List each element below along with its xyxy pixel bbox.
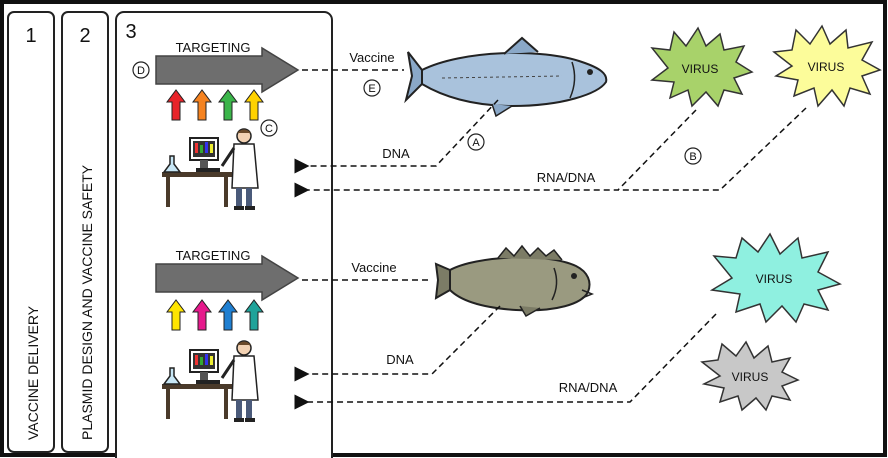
lower-rna-dna-label: RNA/DNA [559,380,618,395]
upper-section: TARGETING [132,24,882,210]
upper-colored-arrow-3 [218,89,238,121]
lower-targeting-label: TARGETING [176,248,251,263]
svg-text:D: D [137,65,145,77]
svg-text:C: C [265,123,273,135]
upper-colored-arrows [166,89,264,121]
upper-rna-dna-label: RNA/DNA [537,170,596,185]
panel-2 [61,11,109,453]
marker-d: D [132,61,150,79]
lower-vaccine-label: Vaccine [351,260,396,275]
lower-colored-arrow-1 [166,299,186,331]
panel-1-title: VACCINE DELIVERY [25,305,41,440]
lower-rna-dna-line [294,313,717,410]
upper-colored-arrow-2 [192,89,212,121]
upper-fish [404,36,608,118]
svg-text:B: B [689,151,696,163]
upper-virus-1-label: VIRUS [682,62,719,76]
upper-colored-arrow-4 [244,89,264,121]
upper-colored-arrow-1 [166,89,186,121]
lower-virus-1-label: VIRUS [756,272,793,286]
panel-1-number: 1 [25,25,36,47]
panel-3-number: 3 [125,21,136,43]
lower-colored-arrows [166,299,264,331]
panel-2-number: 2 [79,25,90,47]
lower-section: TARGETING [155,232,842,422]
marker-c: C [260,119,278,137]
marker-a: A [467,133,485,151]
lower-targeting-arrow [155,254,300,302]
lower-colored-arrow-3 [218,299,238,331]
svg-text:E: E [368,83,375,95]
lower-scientist-lab [162,340,259,422]
lower-dna-line [294,305,501,382]
marker-e: E [363,79,381,97]
panel-3 [115,11,333,458]
upper-virus-2-label: VIRUS [808,60,845,74]
lower-virus-1: VIRUS [709,232,842,324]
upper-dna-label: DNA [382,146,410,161]
upper-dna-line [294,99,499,174]
svg-text:A: A [472,137,480,149]
lower-fish [434,244,595,318]
panel-1 [7,11,55,453]
upper-targeting-arrow [155,46,300,94]
upper-targeting-label: TARGETING [176,40,251,55]
upper-virus-2: VIRUS [772,24,882,108]
lower-dna-label: DNA [386,352,414,367]
marker-b: B [684,147,702,165]
lower-colored-arrow-4 [244,299,264,331]
upper-virus-1: VIRUS [649,26,754,108]
lower-virus-2: VIRUS [700,340,800,412]
upper-scientist-lab [162,128,259,210]
lower-colored-arrow-2 [192,299,212,331]
upper-vaccine-label: Vaccine [349,50,394,65]
lower-virus-2-label: VIRUS [732,370,769,384]
panel-2-title: PLASMID DESIGN AND VACCINE SAFETY [79,164,95,440]
